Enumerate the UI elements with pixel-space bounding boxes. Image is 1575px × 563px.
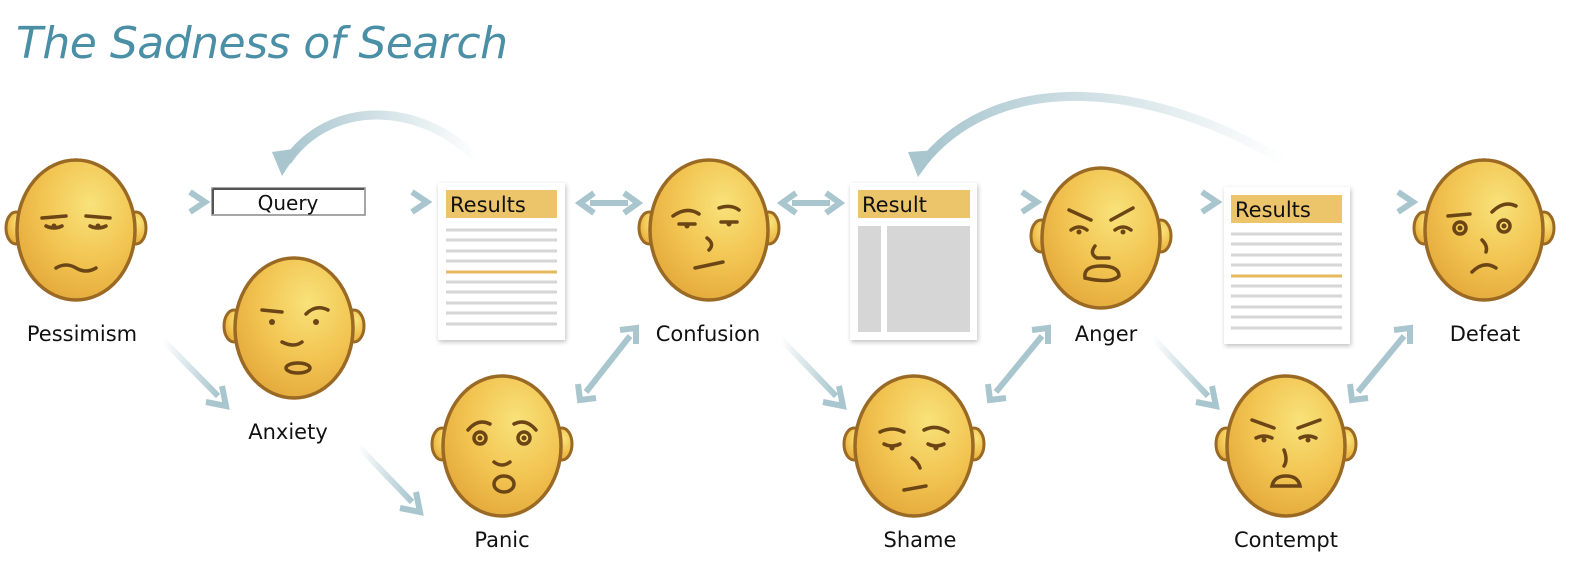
arrow-results-confusion-bidirectional [574, 190, 644, 216]
anxiety-face-icon [222, 256, 366, 400]
results-label-1: Results [450, 193, 526, 217]
arrow-contempt-defeat-bidirectional [1347, 324, 1413, 404]
results-lines-2 [1231, 232, 1342, 330]
query-label: Query [258, 191, 319, 215]
label-anger: Anger [1075, 322, 1138, 346]
result-label: Result [862, 193, 927, 217]
confusion-face-icon [637, 158, 781, 302]
diagram-title: The Sadness of Search [16, 18, 508, 69]
label-anxiety: Anxiety [248, 420, 328, 444]
arrow-anger-to-results [1164, 189, 1223, 215]
arrow-confusion-to-shame [777, 335, 847, 410]
result-header [858, 190, 970, 218]
results-label-2: Results [1235, 198, 1311, 222]
arrow-query-to-results [372, 189, 433, 215]
results-header-2 [1231, 195, 1342, 223]
label-panic: Panic [474, 528, 529, 552]
loop-arrow-results-to-query [272, 110, 483, 176]
result-content-block [887, 226, 970, 332]
panic-face-icon [430, 374, 574, 518]
query-box: Query [211, 187, 366, 216]
arrow-results-to-defeat [1360, 189, 1419, 215]
arrow-pessimism-to-query [152, 189, 211, 215]
result-sidebar-block [858, 226, 881, 332]
results-lines-1 [446, 228, 557, 326]
arrow-anxiety-to-panic [355, 443, 424, 516]
label-contempt: Contempt [1234, 528, 1338, 552]
contempt-face-icon [1214, 374, 1358, 518]
arrow-shame-anger-bidirectional [985, 324, 1051, 404]
label-pessimism: Pessimism [27, 322, 137, 346]
arrow-panic-confusion-bidirectional [575, 324, 639, 404]
loop-arrow-results-to-result [908, 91, 1290, 177]
arrow-confusion-result-bidirectional [776, 190, 846, 216]
arrow-anger-to-contempt [1150, 335, 1220, 410]
arrow-pessimism-to-anxiety [160, 337, 230, 410]
defeat-face-icon [1412, 158, 1556, 302]
pessimism-face-icon [4, 158, 148, 302]
anger-face-icon [1029, 166, 1173, 310]
label-shame: Shame [884, 528, 957, 552]
shame-face-icon [842, 374, 986, 518]
label-defeat: Defeat [1450, 322, 1521, 346]
results-header-1 [446, 190, 557, 218]
label-confusion: Confusion [656, 322, 760, 346]
arrow-result-to-anger [986, 189, 1043, 215]
